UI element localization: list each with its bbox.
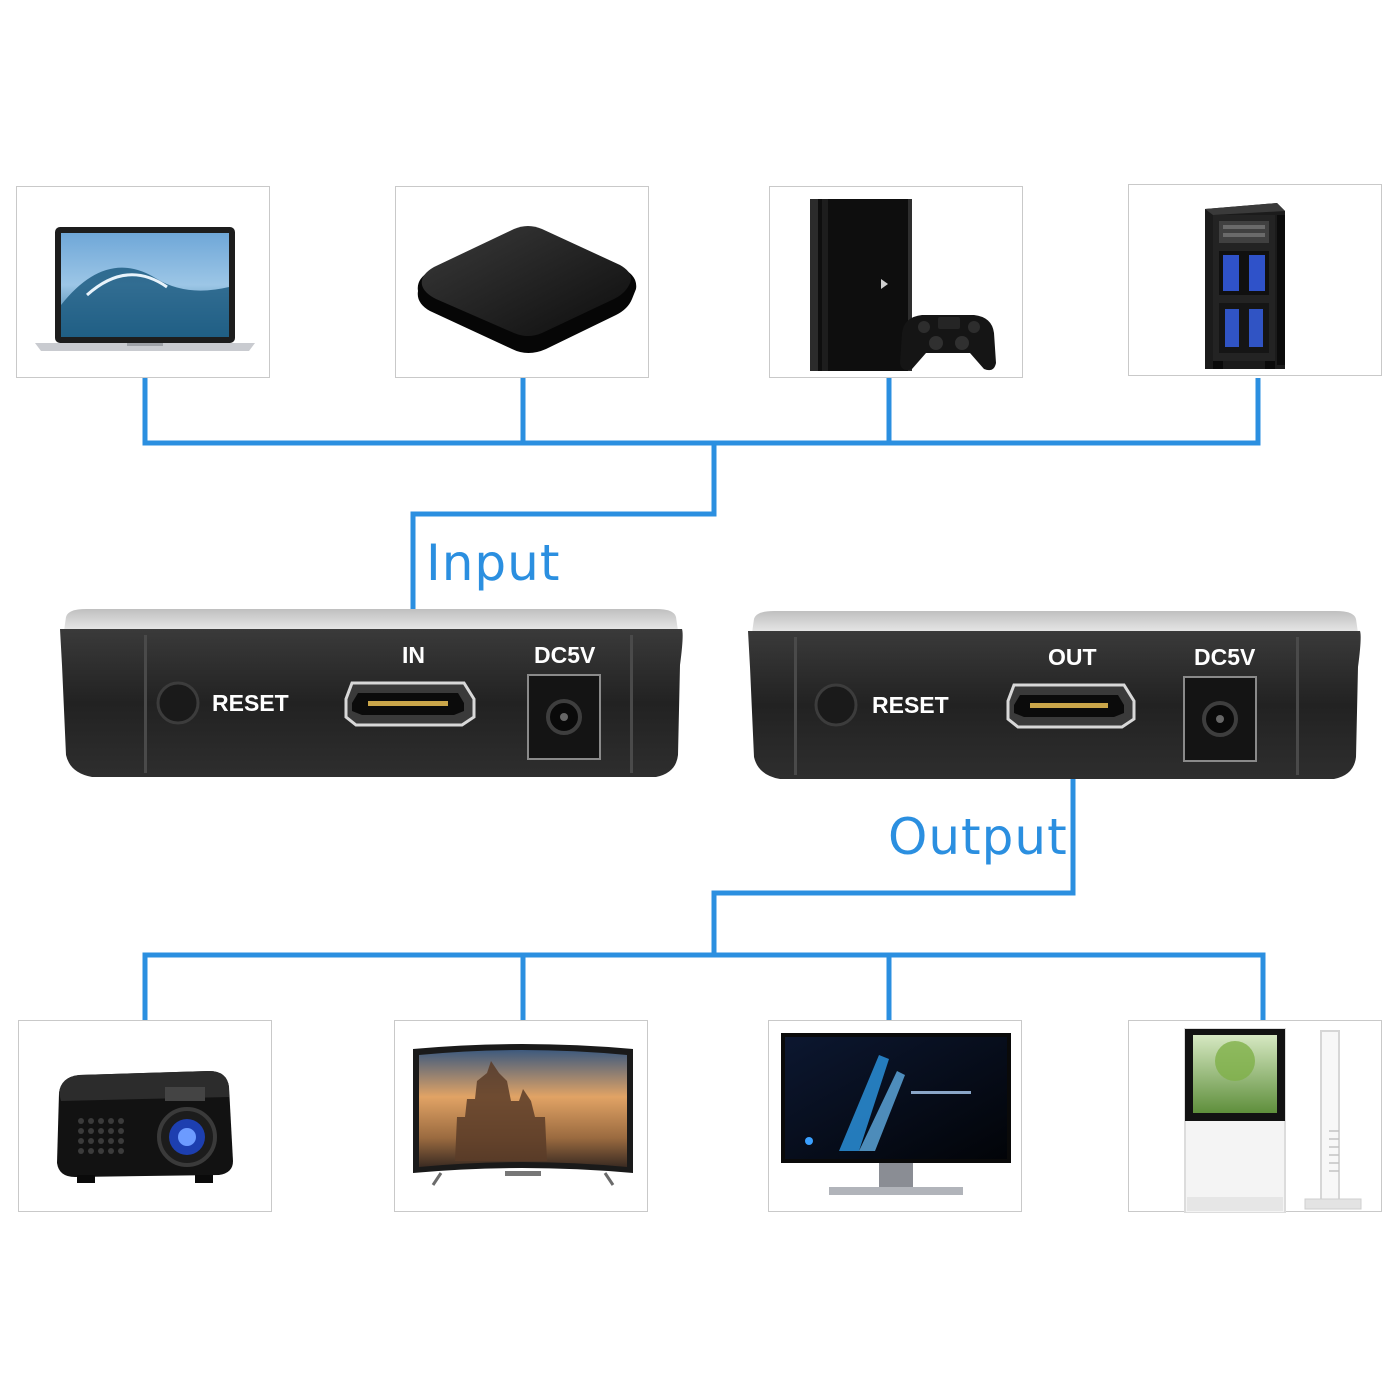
input-label: Input xyxy=(426,534,561,592)
transmitter-unit: RESET IN DC5V xyxy=(60,609,683,777)
input-feed-line xyxy=(410,443,717,625)
display-box-monitor xyxy=(768,1020,1022,1212)
rx-out-label: OUT xyxy=(1048,644,1097,670)
kiosk-display-icon xyxy=(1184,1028,1362,1214)
laptop-icon xyxy=(35,227,255,351)
display-bus-line xyxy=(142,952,1266,1020)
receiver-unit: RESET OUT DC5V xyxy=(748,611,1361,779)
projector-icon xyxy=(57,1071,233,1183)
desktop-pc-icon xyxy=(1205,203,1285,369)
source-box-tv-box xyxy=(395,186,649,378)
tx-dc-label: DC5V xyxy=(534,642,596,668)
rx-dc-label: DC5V xyxy=(1194,644,1256,670)
rx-reset-button xyxy=(814,683,858,727)
tx-reset-label: RESET xyxy=(212,690,289,716)
rx-dc-port xyxy=(1183,676,1257,762)
source-box-game-console xyxy=(769,186,1023,378)
curved-tv-icon xyxy=(413,1044,633,1186)
tx-in-label: IN xyxy=(402,642,425,668)
output-label: Output xyxy=(888,808,1068,866)
source-bus-line xyxy=(142,378,1261,446)
reset-button xyxy=(156,681,200,725)
output-feed-line xyxy=(711,740,1076,955)
tv-box-icon xyxy=(417,226,637,353)
rx-reset-label: RESET xyxy=(872,692,949,718)
game-console-icon xyxy=(810,199,996,371)
source-box-desktop-pc xyxy=(1128,184,1382,376)
monitor-icon xyxy=(781,1033,1011,1195)
display-box-curved-tv xyxy=(394,1020,648,1212)
source-box-laptop xyxy=(16,186,270,378)
display-box-kiosk xyxy=(1128,1020,1382,1214)
display-box-projector xyxy=(18,1020,272,1212)
